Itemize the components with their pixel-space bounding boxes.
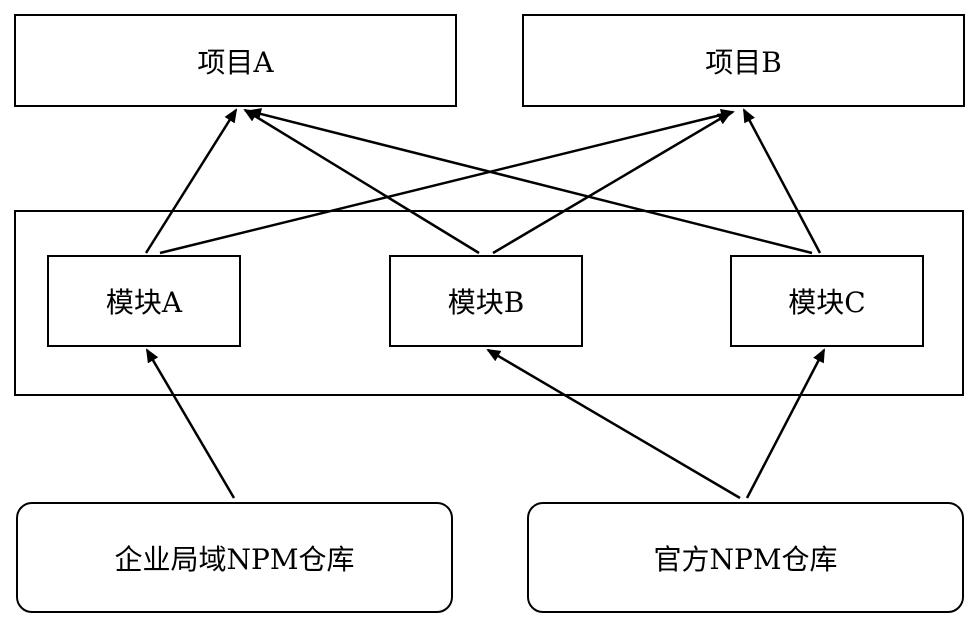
- module-c-box: 模块C: [730, 255, 924, 347]
- project-a-label: 项目A: [197, 45, 274, 79]
- project-a-box: 项目A: [14, 14, 457, 107]
- enterprise-npm-repo-label: 企业局域NPM仓库: [114, 542, 355, 576]
- module-a-box: 模块A: [47, 255, 241, 347]
- official-npm-repo-box: 官方NPM仓库: [527, 502, 964, 613]
- project-b-label: 项目B: [705, 45, 782, 79]
- enterprise-npm-repo-box: 企业局域NPM仓库: [16, 502, 453, 613]
- official-npm-repo-label: 官方NPM仓库: [653, 542, 838, 576]
- project-b-box: 项目B: [522, 14, 965, 107]
- module-b-box: 模块B: [389, 255, 583, 347]
- module-c-label: 模块C: [788, 286, 866, 319]
- module-a-label: 模块A: [105, 286, 183, 319]
- module-b-label: 模块B: [447, 286, 525, 319]
